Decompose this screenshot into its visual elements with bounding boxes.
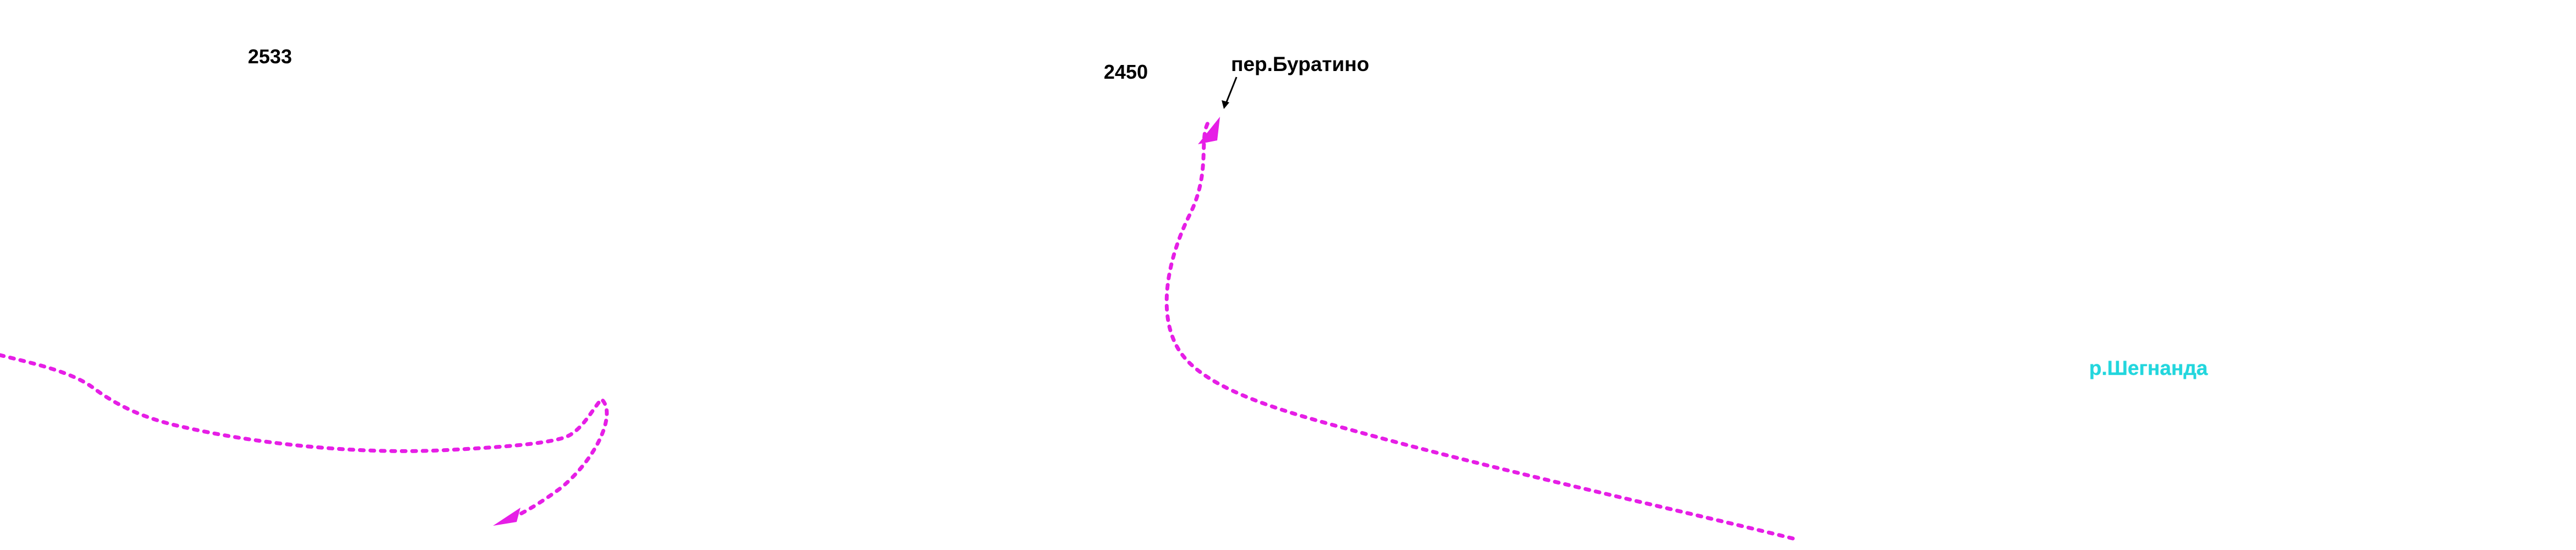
route-track-left xyxy=(0,353,609,522)
route-arrowhead-left xyxy=(493,508,520,526)
peak-elevation-2533: 2533 xyxy=(248,45,292,68)
pass-name-label: пер.Буратино xyxy=(1231,53,1369,75)
pass-leader-arrowhead xyxy=(1222,100,1229,109)
river-name-label: р.Шегнанда xyxy=(2089,357,2208,379)
peak-elevation-2450: 2450 xyxy=(1104,61,1148,83)
route-arrowhead-middle xyxy=(1198,117,1220,144)
pass-leader-line xyxy=(1224,77,1238,105)
route-track-middle xyxy=(1164,119,1795,541)
